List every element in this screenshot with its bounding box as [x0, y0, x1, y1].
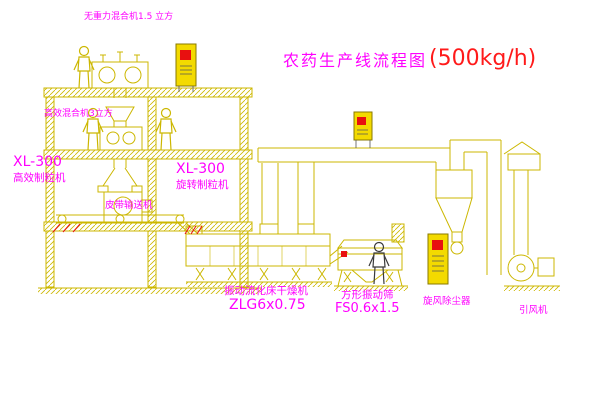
- label-belt-conveyor: 皮带输送机: [105, 200, 153, 211]
- label-granulator-left-model: XL-300: [13, 154, 62, 170]
- capacity-text: (500kg/h): [429, 46, 537, 71]
- control-cabinet-mid: [353, 111, 373, 148]
- exhaust-duct: [257, 147, 451, 224]
- worker-top-floor: [73, 45, 95, 89]
- worker-second-floor-right: [155, 107, 177, 151]
- building-frame: [38, 87, 262, 294]
- label-high-efficiency-mixer: 高效混合机3立方: [44, 109, 113, 119]
- label-granulator-center-model: XL-300: [176, 161, 225, 177]
- induced-draft-fan: [504, 240, 560, 291]
- belt-conveyor: [52, 214, 199, 235]
- vibrating-sieve: [334, 223, 408, 291]
- label-sieve-model: FS0.6x1.5: [335, 301, 400, 316]
- label-dryer-name: 振动流化床干燥机: [224, 285, 308, 297]
- label-gravity-mixer: 无重力混合机1.5 立方: [84, 12, 174, 22]
- label-cyclone: 旋风除尘器: [423, 296, 471, 307]
- inlet-red-hatch: [184, 225, 203, 235]
- control-cabinet-right: [427, 233, 449, 285]
- gravity-mixer: [91, 51, 149, 127]
- label-sieve-name: 方形振动筛: [341, 289, 394, 301]
- diagram-title: 农药生产线流程图 (500kg/h): [283, 46, 536, 71]
- worker-ground: [368, 241, 390, 285]
- label-dryer-model: ZLG6x0.75: [229, 297, 306, 313]
- high-efficiency-mixer: [97, 126, 143, 193]
- label-granulator-left-name: 高效制粒机: [13, 172, 66, 184]
- conveyor-red-hatch: [52, 223, 81, 233]
- exhaust-stack: [503, 141, 541, 240]
- label-granulator-center-name: 旋转制粒机: [176, 179, 229, 191]
- dryer-feed-chute: [177, 222, 199, 235]
- cyclone-separator: [435, 139, 502, 275]
- sieve-red-mark: [341, 251, 347, 257]
- control-cabinet-top: [175, 43, 197, 92]
- title-text: 农药生产线流程图: [283, 51, 428, 70]
- dryer-springs: [195, 267, 327, 281]
- fluid-bed-dryer: [184, 223, 349, 287]
- label-fan: 引风机: [519, 305, 548, 316]
